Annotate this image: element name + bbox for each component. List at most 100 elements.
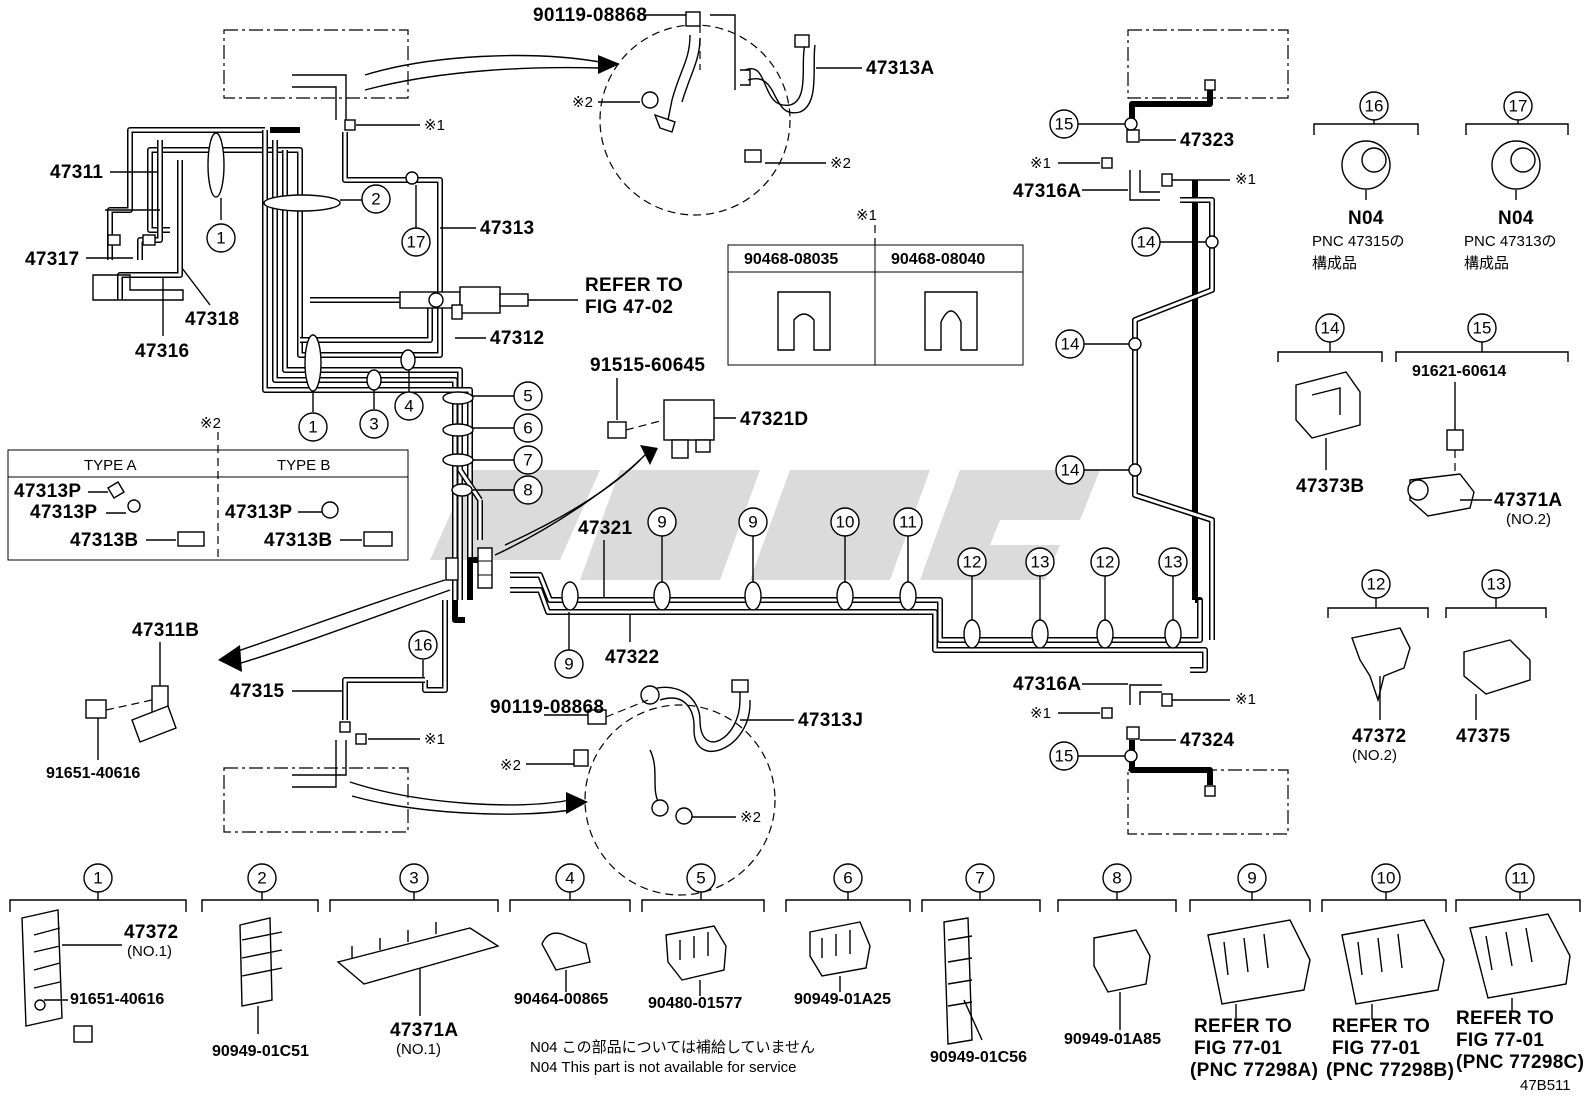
part-13-47375: 13 47375: [1445, 569, 1547, 747]
callout-7: 7: [473, 445, 543, 475]
main-tube-bundle: [107, 127, 485, 693]
svg-text:5: 5: [696, 869, 705, 888]
callout-12-a: 12: [957, 547, 987, 620]
svg-text:1: 1: [93, 869, 102, 888]
part11-fig: FIG 77-01: [1456, 1030, 1544, 1051]
svg-text:12: 12: [1096, 553, 1115, 572]
mark2-b: ※2: [830, 155, 851, 172]
rear-brake-tubes: [510, 180, 1208, 673]
part9-pnc: (PNC 77298A): [1190, 1060, 1318, 1081]
label-47316A-top: 47316A: [1013, 181, 1081, 202]
callout-8: 8: [472, 475, 543, 505]
callout-10: 10: [830, 507, 860, 582]
label-47315: 47315: [230, 681, 284, 702]
svg-text:10: 10: [836, 513, 855, 532]
part9-fig: FIG 77-01: [1194, 1038, 1282, 1059]
svg-text:9: 9: [657, 513, 666, 532]
label-47313J: 47313J: [798, 710, 863, 731]
n04-footnote-jp: N04 この部品については補給していません: [530, 1039, 815, 1056]
mark1-bottom-left: ※1: [424, 731, 445, 748]
svg-text:14: 14: [1321, 319, 1340, 338]
svg-text:7: 7: [975, 869, 984, 888]
label-47322: 47322: [605, 647, 659, 668]
svg-text:13: 13: [1487, 575, 1506, 594]
part-17-n04: 17 N04 PNC 47313の 構成品: [1464, 91, 1569, 272]
label-90119-bottom: 90119-08868: [490, 697, 604, 718]
part10-pnc: (PNC 77298B): [1326, 1060, 1454, 1081]
label-47375: 47375: [1456, 726, 1510, 747]
svg-text:12: 12: [1367, 575, 1386, 594]
label-47324: 47324: [1180, 730, 1234, 751]
label-90464-00865: 90464-00865: [514, 991, 608, 1008]
label-47323: 47323: [1180, 130, 1234, 151]
bottom-part-11: 11 REFER TO FIG 77-01 (PNC 77298C): [1455, 863, 1584, 1073]
part10-fig: FIG 77-01: [1332, 1038, 1420, 1059]
front-hose-detail-top: [599, 11, 816, 216]
label-47371A-right: 47371A: [1494, 490, 1562, 511]
bottom-part-5: 5 90480-01577: [641, 863, 765, 1012]
junction-47321D: [494, 399, 715, 556]
callout-5: 5: [473, 381, 543, 411]
callout-3: 3: [359, 390, 389, 439]
type-b-47313B: 47313B: [264, 530, 332, 551]
callout-13-b: 13: [1158, 547, 1188, 620]
callout-2: 2: [340, 184, 391, 214]
label-90949-01A25: 90949-01A25: [794, 991, 891, 1008]
bottom-part-6: 6 90949-01A25: [785, 863, 911, 1008]
callout-15-bottom: 15: [1049, 741, 1130, 771]
label-47372-bottom: 47372: [124, 922, 178, 943]
part-14-47373B: 14 47373B: [1277, 313, 1383, 497]
bottom-part-8: 8 90949-01A85: [1057, 863, 1177, 1048]
part-12-47372: 12 47372 (NO.2): [1327, 569, 1429, 764]
n04-a-note1: PNC 47315の: [1312, 233, 1405, 250]
label-47311B: 47311B: [132, 620, 199, 641]
bottom-part-1: 1 47372 (NO.1) 91651-40616: [9, 863, 187, 1043]
svg-text:7: 7: [523, 451, 532, 470]
n04-a-label: N04: [1348, 208, 1384, 229]
callout-16-left: 16: [408, 630, 438, 678]
label-47372-right-sub: (NO.2): [1352, 747, 1397, 764]
callout-14-b: 14: [1055, 329, 1135, 359]
svg-text:10: 10: [1377, 869, 1396, 888]
svg-text:6: 6: [843, 869, 852, 888]
svg-text:14: 14: [1137, 233, 1156, 252]
proportioning-valve-bracket: [92, 209, 184, 301]
svg-text:11: 11: [899, 513, 917, 532]
svg-text:5: 5: [523, 387, 532, 406]
svg-text:9: 9: [748, 513, 757, 532]
label-47312: 47312: [490, 328, 544, 349]
label-47373B: 47373B: [1296, 476, 1364, 497]
type-a-47313P-1: 47313P: [14, 481, 81, 502]
clamp-1-upper: [207, 132, 225, 198]
svg-text:15: 15: [1055, 747, 1074, 766]
svg-text:14: 14: [1061, 335, 1080, 354]
callout-1-a: 1: [206, 198, 236, 253]
n04-b-note2: 構成品: [1464, 255, 1509, 272]
callout-6: 6: [473, 413, 543, 443]
label-91515-60645: 91515-60645: [590, 355, 705, 376]
callout-1-b: 1: [298, 392, 328, 442]
bottom-part-4: 4 90464-00865: [509, 863, 631, 1008]
grommet-table-col2: 90468-08040: [891, 251, 985, 268]
mark1-top-left: ※1: [424, 117, 445, 134]
part-16-n04: 16 N04 PNC 47315の 構成品: [1312, 91, 1419, 272]
type-b-header: TYPE B: [277, 457, 330, 474]
callout-9-a: 9: [554, 612, 584, 679]
svg-text:12: 12: [963, 553, 982, 572]
bottom-part-3: 3 47371A (NO.1): [329, 863, 500, 1058]
callout-13-a: 13: [1025, 547, 1055, 620]
label-90480-01577: 90480-01577: [648, 995, 742, 1012]
n04-b-note1: PNC 47313の: [1464, 233, 1557, 250]
label-47371A-bottom-sub: (NO.1): [396, 1041, 441, 1058]
n04-b-label: N04: [1498, 208, 1534, 229]
bottom-part-9: 9 REFER TO FIG 77-01 (PNC 77298A): [1189, 863, 1318, 1081]
label-47371A-right-sub: (NO.2): [1506, 511, 1551, 528]
svg-text:14: 14: [1061, 461, 1080, 480]
label-47372-right: 47372: [1352, 726, 1406, 747]
clip-type-table: ※2 TYPE A TYPE B 47313P 47313P 47313B 47…: [7, 415, 409, 561]
label-90949-01C56: 90949-01C56: [930, 1049, 1027, 1066]
callout-14-a: 14: [1131, 227, 1212, 257]
callout-9-c: 9: [738, 507, 768, 582]
svg-text:15: 15: [1473, 319, 1492, 338]
